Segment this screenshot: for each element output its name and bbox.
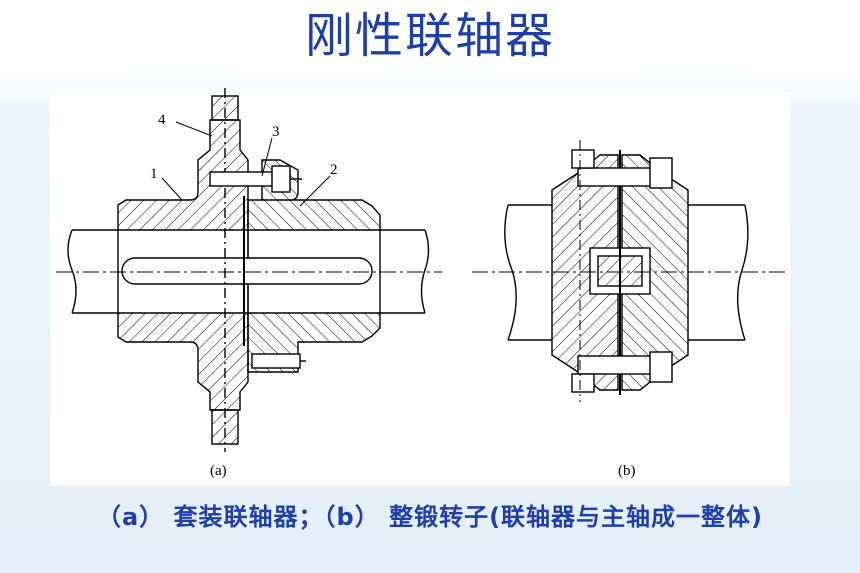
callout-3: 3 [272, 124, 280, 140]
slide-title: 刚性联轴器 [304, 8, 555, 64]
callout-4: 4 [158, 112, 166, 128]
figure-a-drawing [56, 88, 442, 452]
shaft-a-right [380, 229, 430, 314]
keyway [121, 257, 373, 285]
figure-a-label: (a) [210, 463, 227, 479]
shaft-b-left [504, 204, 552, 341]
callout-1: 1 [150, 166, 158, 182]
hub-2 [247, 159, 381, 373]
figure-caption: （a） 套装联轴器；（b） 整锻转子(联轴器与主轴成一整体) [96, 503, 764, 531]
figure-b-drawing [472, 140, 785, 402]
callout-2: 2 [330, 162, 338, 178]
shaft-a [67, 229, 118, 314]
figure-b-label: (b) [618, 463, 636, 479]
shaft-b-right [688, 204, 749, 341]
bolt-lower [251, 353, 301, 369]
